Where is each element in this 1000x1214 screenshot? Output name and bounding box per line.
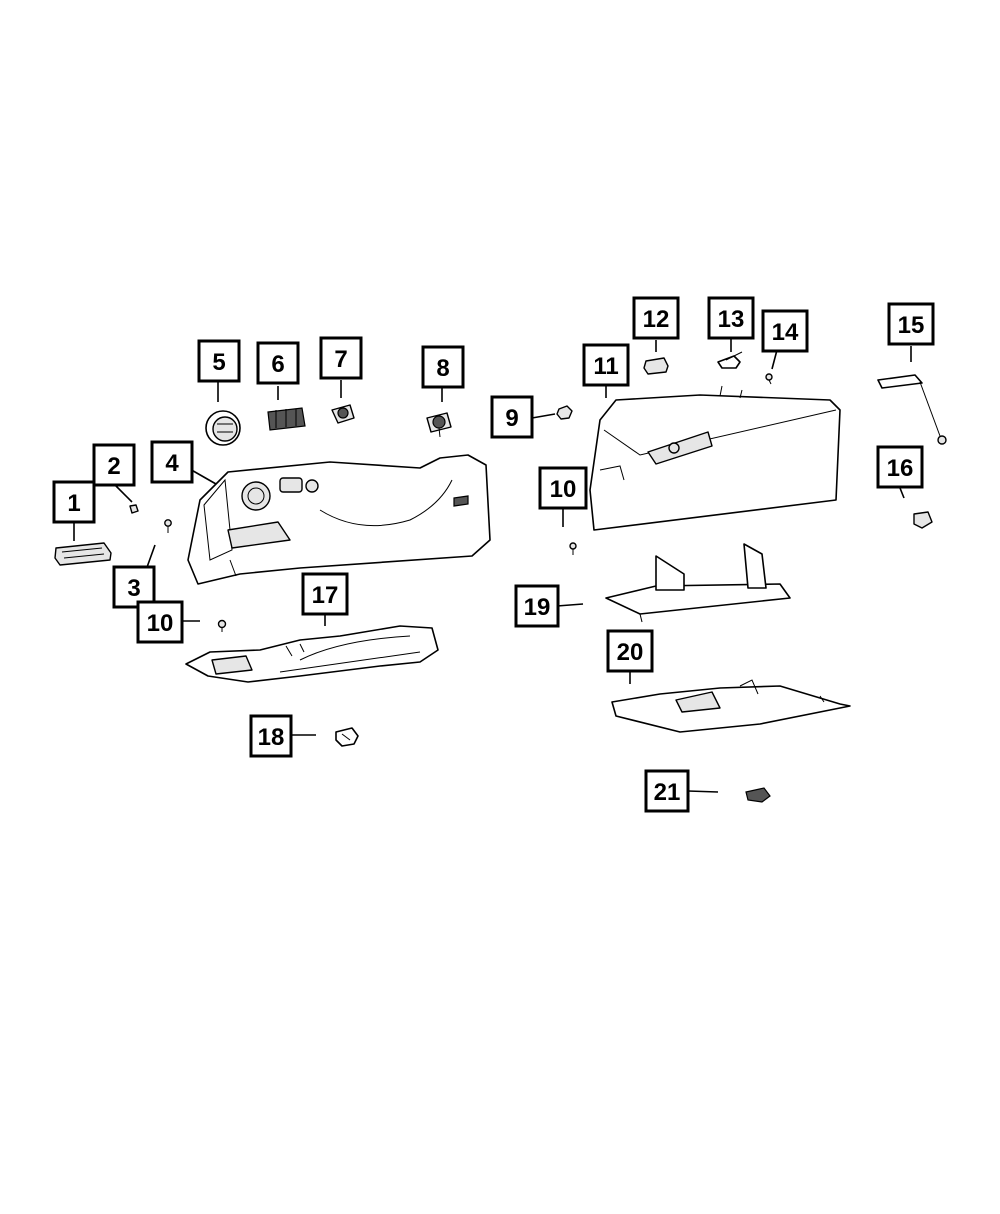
part-17-knee-bolster (185, 625, 439, 683)
part-5-knob (205, 410, 241, 446)
part-13-latch (717, 351, 743, 369)
svg-text:4: 4 (165, 450, 179, 477)
svg-text:20: 20 (617, 639, 644, 666)
callout-3: 3 (112, 565, 156, 609)
svg-text:11: 11 (593, 353, 618, 380)
part-6-switch-module (267, 407, 306, 431)
svg-text:6: 6 (271, 351, 284, 378)
part-18-bracket (335, 727, 359, 747)
part-8-power-outlet (426, 412, 452, 438)
part-16-clip (913, 511, 933, 529)
svg-text:3: 3 (127, 575, 140, 602)
callout-13: 13 (707, 296, 755, 340)
svg-text:18: 18 (258, 724, 285, 751)
callout-5: 5 (197, 339, 241, 383)
part-15-damper (877, 374, 947, 445)
part-10-screw-left (217, 619, 227, 632)
callout-11: 11 (582, 343, 630, 387)
part-21-bracket (745, 787, 771, 803)
part-3-screw (164, 519, 172, 533)
svg-text:16: 16 (887, 455, 914, 482)
part-2-clip (129, 504, 139, 514)
svg-text:7: 7 (334, 346, 347, 373)
svg-text:19: 19 (524, 594, 551, 621)
part-10-screw-right (569, 542, 577, 555)
callout-10-left: 10 (136, 600, 184, 644)
callout-7: 7 (319, 336, 363, 380)
svg-text:14: 14 (772, 319, 799, 346)
svg-text:15: 15 (898, 312, 925, 339)
callout-21: 21 (644, 769, 690, 813)
svg-text:5: 5 (212, 349, 225, 376)
svg-text:12: 12 (643, 306, 670, 333)
part-19-glove-box-bin (605, 543, 791, 623)
callout-19: 19 (514, 584, 560, 628)
callout-20: 20 (606, 629, 654, 673)
callout-17: 17 (301, 572, 349, 616)
callout-4: 4 (150, 440, 194, 484)
svg-text:21: 21 (654, 779, 681, 806)
callout-14: 14 (761, 309, 809, 353)
part-11-glove-box (589, 385, 841, 531)
svg-text:10: 10 (147, 610, 174, 637)
svg-text:9: 9 (505, 405, 518, 432)
callout-10-right: 10 (538, 466, 588, 510)
part-7-round-switch (331, 404, 355, 424)
callout-2: 2 (92, 443, 136, 487)
callout-1: 1 (52, 480, 96, 524)
svg-text:10: 10 (550, 476, 577, 503)
callout-9: 9 (490, 395, 534, 439)
callout-15: 15 (887, 302, 935, 346)
part-4-lower-trim-panel (187, 454, 491, 585)
callout-16: 16 (876, 445, 924, 489)
part-12-cap (643, 357, 669, 375)
part-1-switch-bezel (54, 542, 112, 566)
svg-text:1: 1 (67, 490, 80, 517)
part-14-pin (765, 373, 773, 385)
callout-18: 18 (249, 714, 293, 758)
callout-12: 12 (632, 296, 680, 340)
svg-text:17: 17 (312, 582, 339, 609)
svg-text:2: 2 (107, 453, 120, 480)
callout-8: 8 (421, 345, 465, 389)
svg-text:8: 8 (436, 355, 449, 382)
svg-text:13: 13 (718, 306, 745, 333)
callout-6: 6 (256, 341, 300, 385)
part-20-lower-trim (611, 679, 851, 733)
part-9-nut (556, 405, 573, 420)
